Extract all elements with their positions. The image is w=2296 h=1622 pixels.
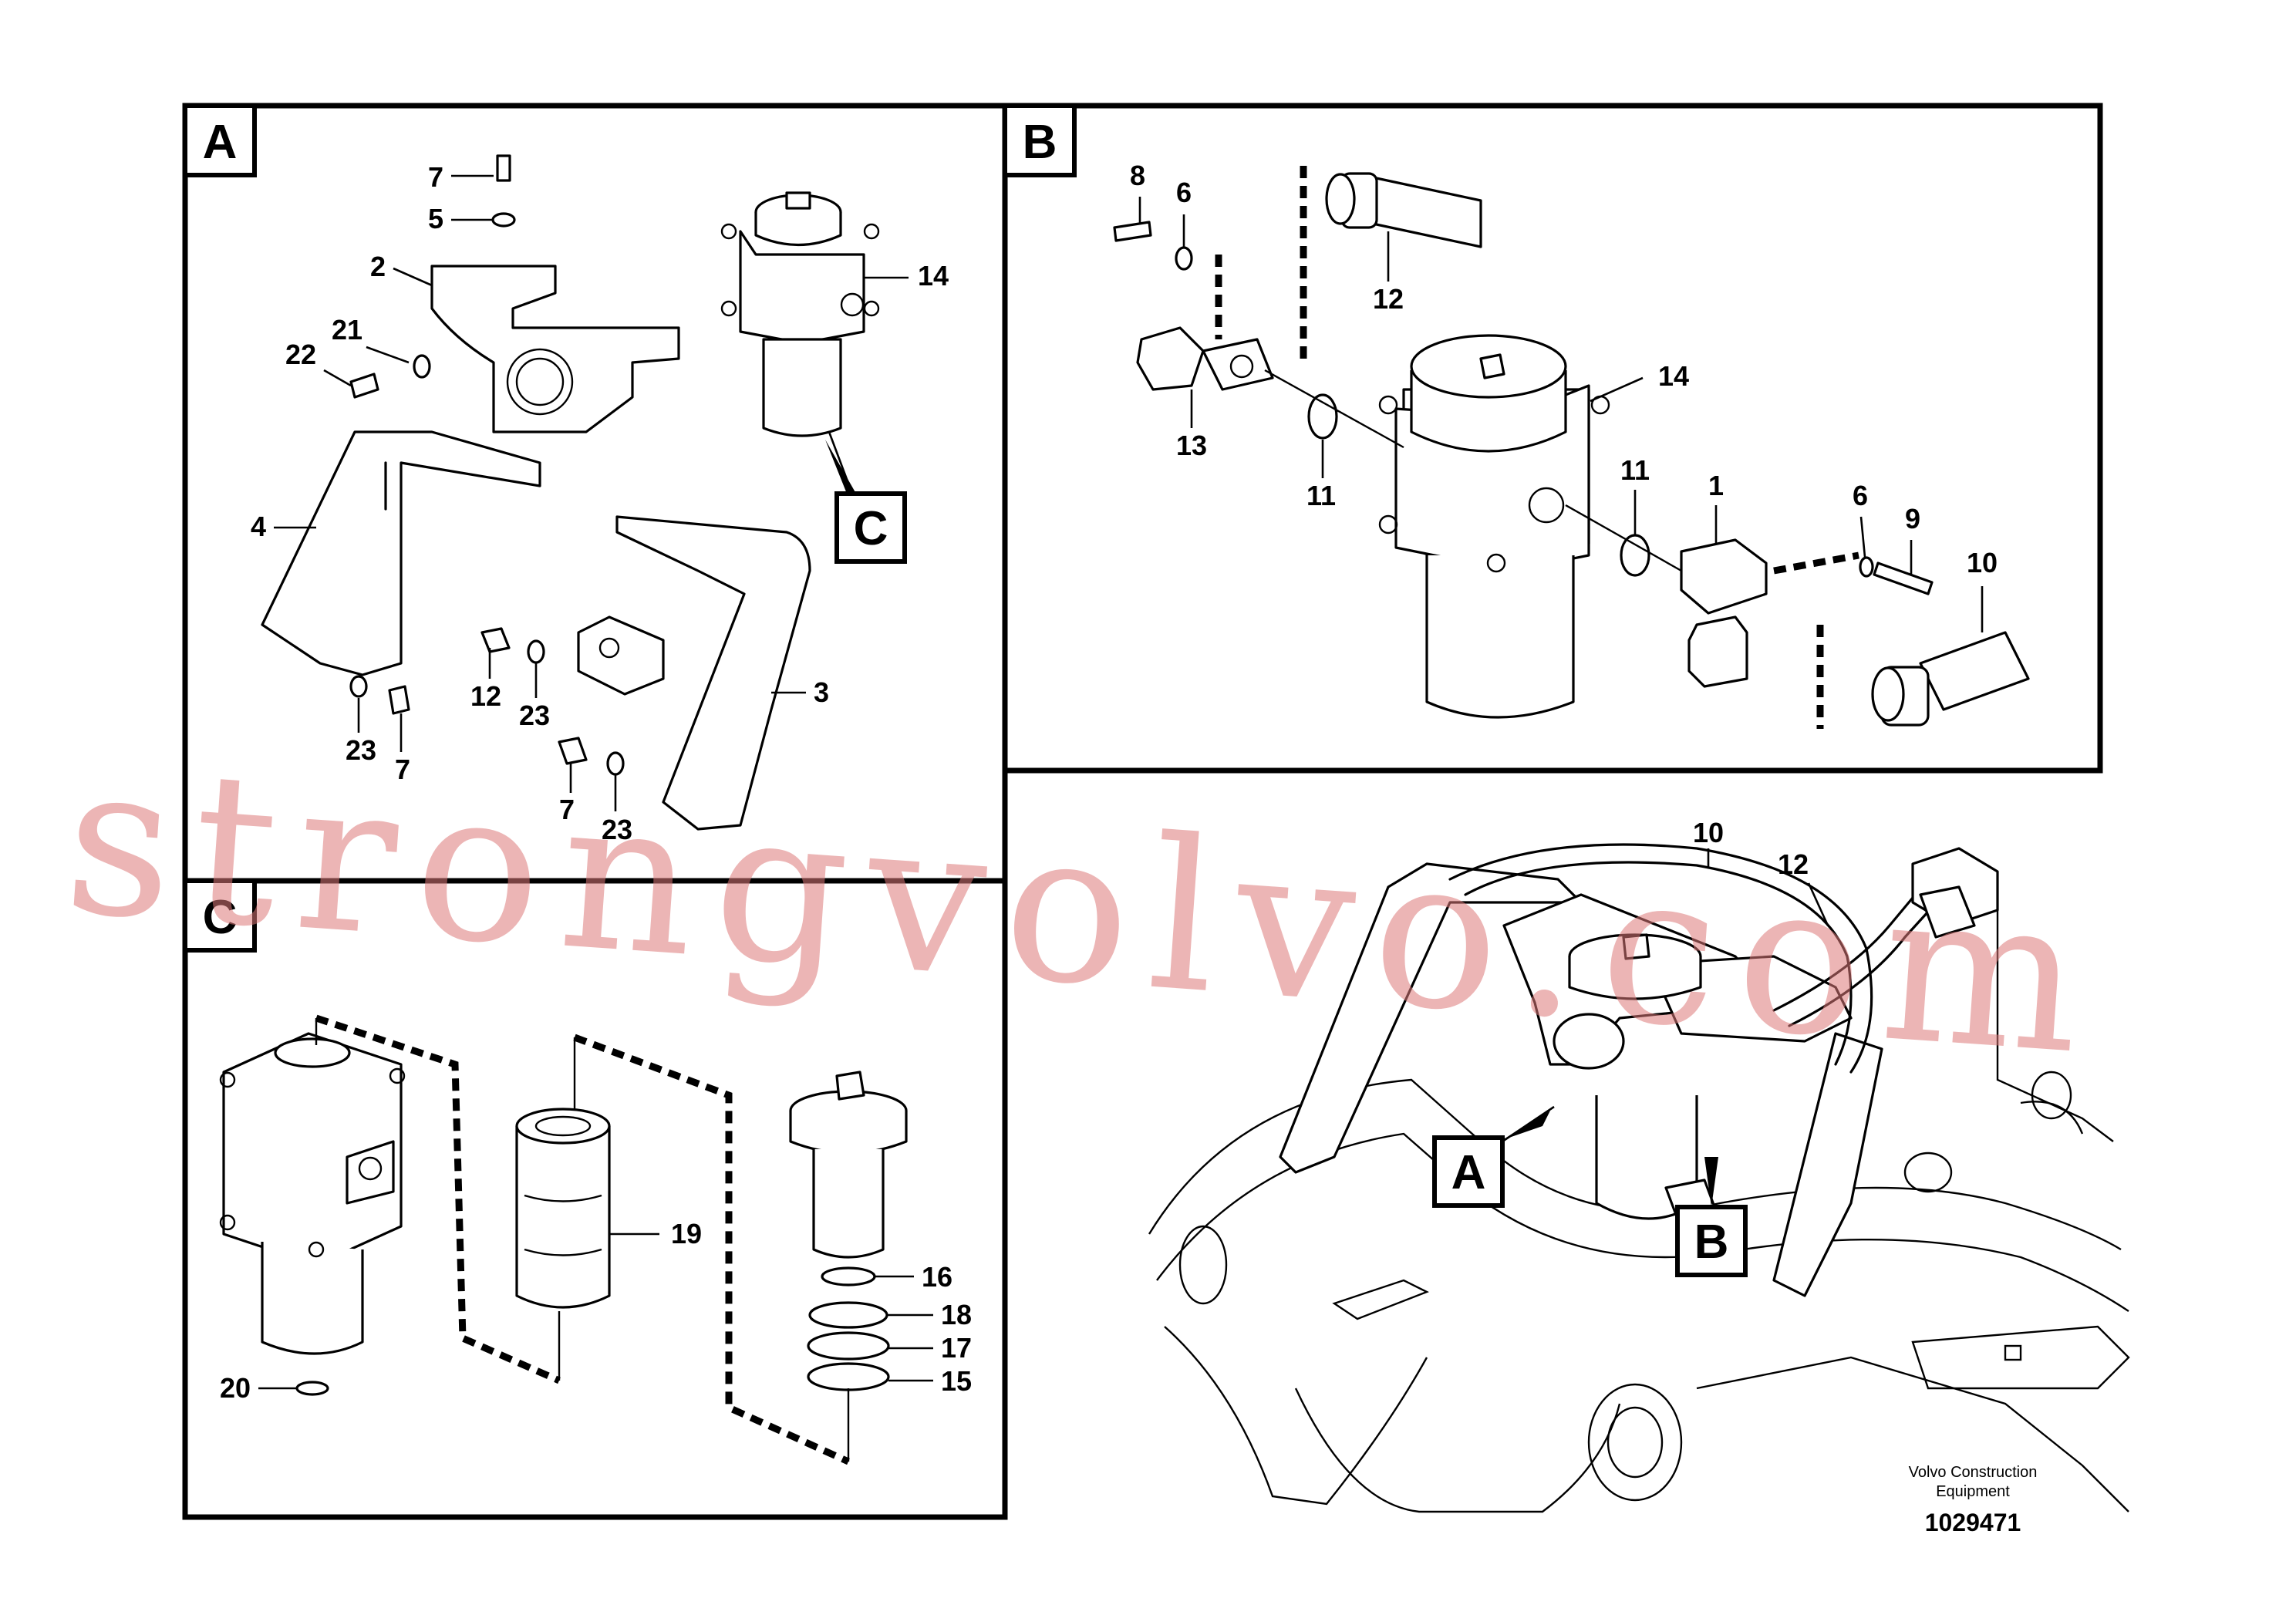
overview-callout-a: A — [1451, 1146, 1486, 1199]
label-6: 6 — [1176, 177, 1192, 208]
label-12: 12 — [1373, 283, 1404, 315]
overview-machine: 10 12 A B — [1148, 817, 2130, 1513]
label-19: 19 — [671, 1218, 702, 1249]
label-13: 13 — [1176, 430, 1207, 461]
title-block: Volvo Construction Equipment 1029471 — [1909, 1464, 2038, 1536]
overview-callout-b: B — [1694, 1216, 1729, 1269]
label-1: 1 — [1708, 470, 1724, 501]
label-23: 23 — [519, 700, 550, 731]
label-17: 17 — [941, 1332, 972, 1364]
label-11: 11 — [1306, 480, 1336, 511]
label-4: 4 — [251, 511, 266, 542]
label-23: 23 — [346, 734, 376, 766]
company-name-line1: Volvo Construction — [1909, 1464, 2038, 1481]
label-8: 8 — [1130, 160, 1145, 191]
label-10: 10 — [1693, 817, 1724, 848]
panel-c: C — [182, 878, 1008, 1520]
cap-assembly — [789, 1071, 908, 1391]
filter-element-19 — [515, 1108, 611, 1309]
panel-a-tag: A — [203, 116, 238, 169]
label-14: 14 — [1658, 360, 1689, 392]
label-5: 5 — [428, 203, 443, 234]
label-12: 12 — [1778, 848, 1809, 880]
label-10: 10 — [1967, 547, 1998, 578]
label-16: 16 — [922, 1261, 952, 1293]
panel-b: B — [1002, 103, 2103, 774]
label-20: 20 — [220, 1372, 251, 1404]
panel-b-tag: B — [1023, 116, 1057, 169]
filter-14-a — [720, 191, 880, 437]
watermark: strongvolvo.com — [59, 717, 2109, 1102]
label-6: 6 — [1853, 480, 1868, 511]
label-2: 2 — [370, 251, 386, 282]
label-15: 15 — [941, 1365, 972, 1397]
drawing-number: 1029471 — [1925, 1509, 2021, 1536]
panel-a: A — [182, 103, 1008, 884]
label-11: 11 — [1620, 454, 1650, 486]
label-7: 7 — [428, 161, 443, 193]
label-12: 12 — [470, 680, 501, 712]
company-name-line2: Equipment — [1936, 1483, 2010, 1500]
panel-c-tag: C — [203, 891, 238, 944]
label-7: 7 — [395, 754, 410, 785]
label-14: 14 — [918, 260, 949, 292]
label-22: 22 — [285, 339, 316, 370]
label-21: 21 — [332, 314, 362, 346]
label-3: 3 — [814, 676, 829, 708]
label-7: 7 — [559, 794, 575, 825]
label-18: 18 — [941, 1299, 972, 1330]
filter-14-b — [1378, 334, 1610, 719]
detail-c-callout: C — [854, 502, 888, 555]
filter-housing-c — [219, 1032, 406, 1396]
label-9: 9 — [1905, 503, 1920, 534]
label-23: 23 — [602, 814, 632, 845]
